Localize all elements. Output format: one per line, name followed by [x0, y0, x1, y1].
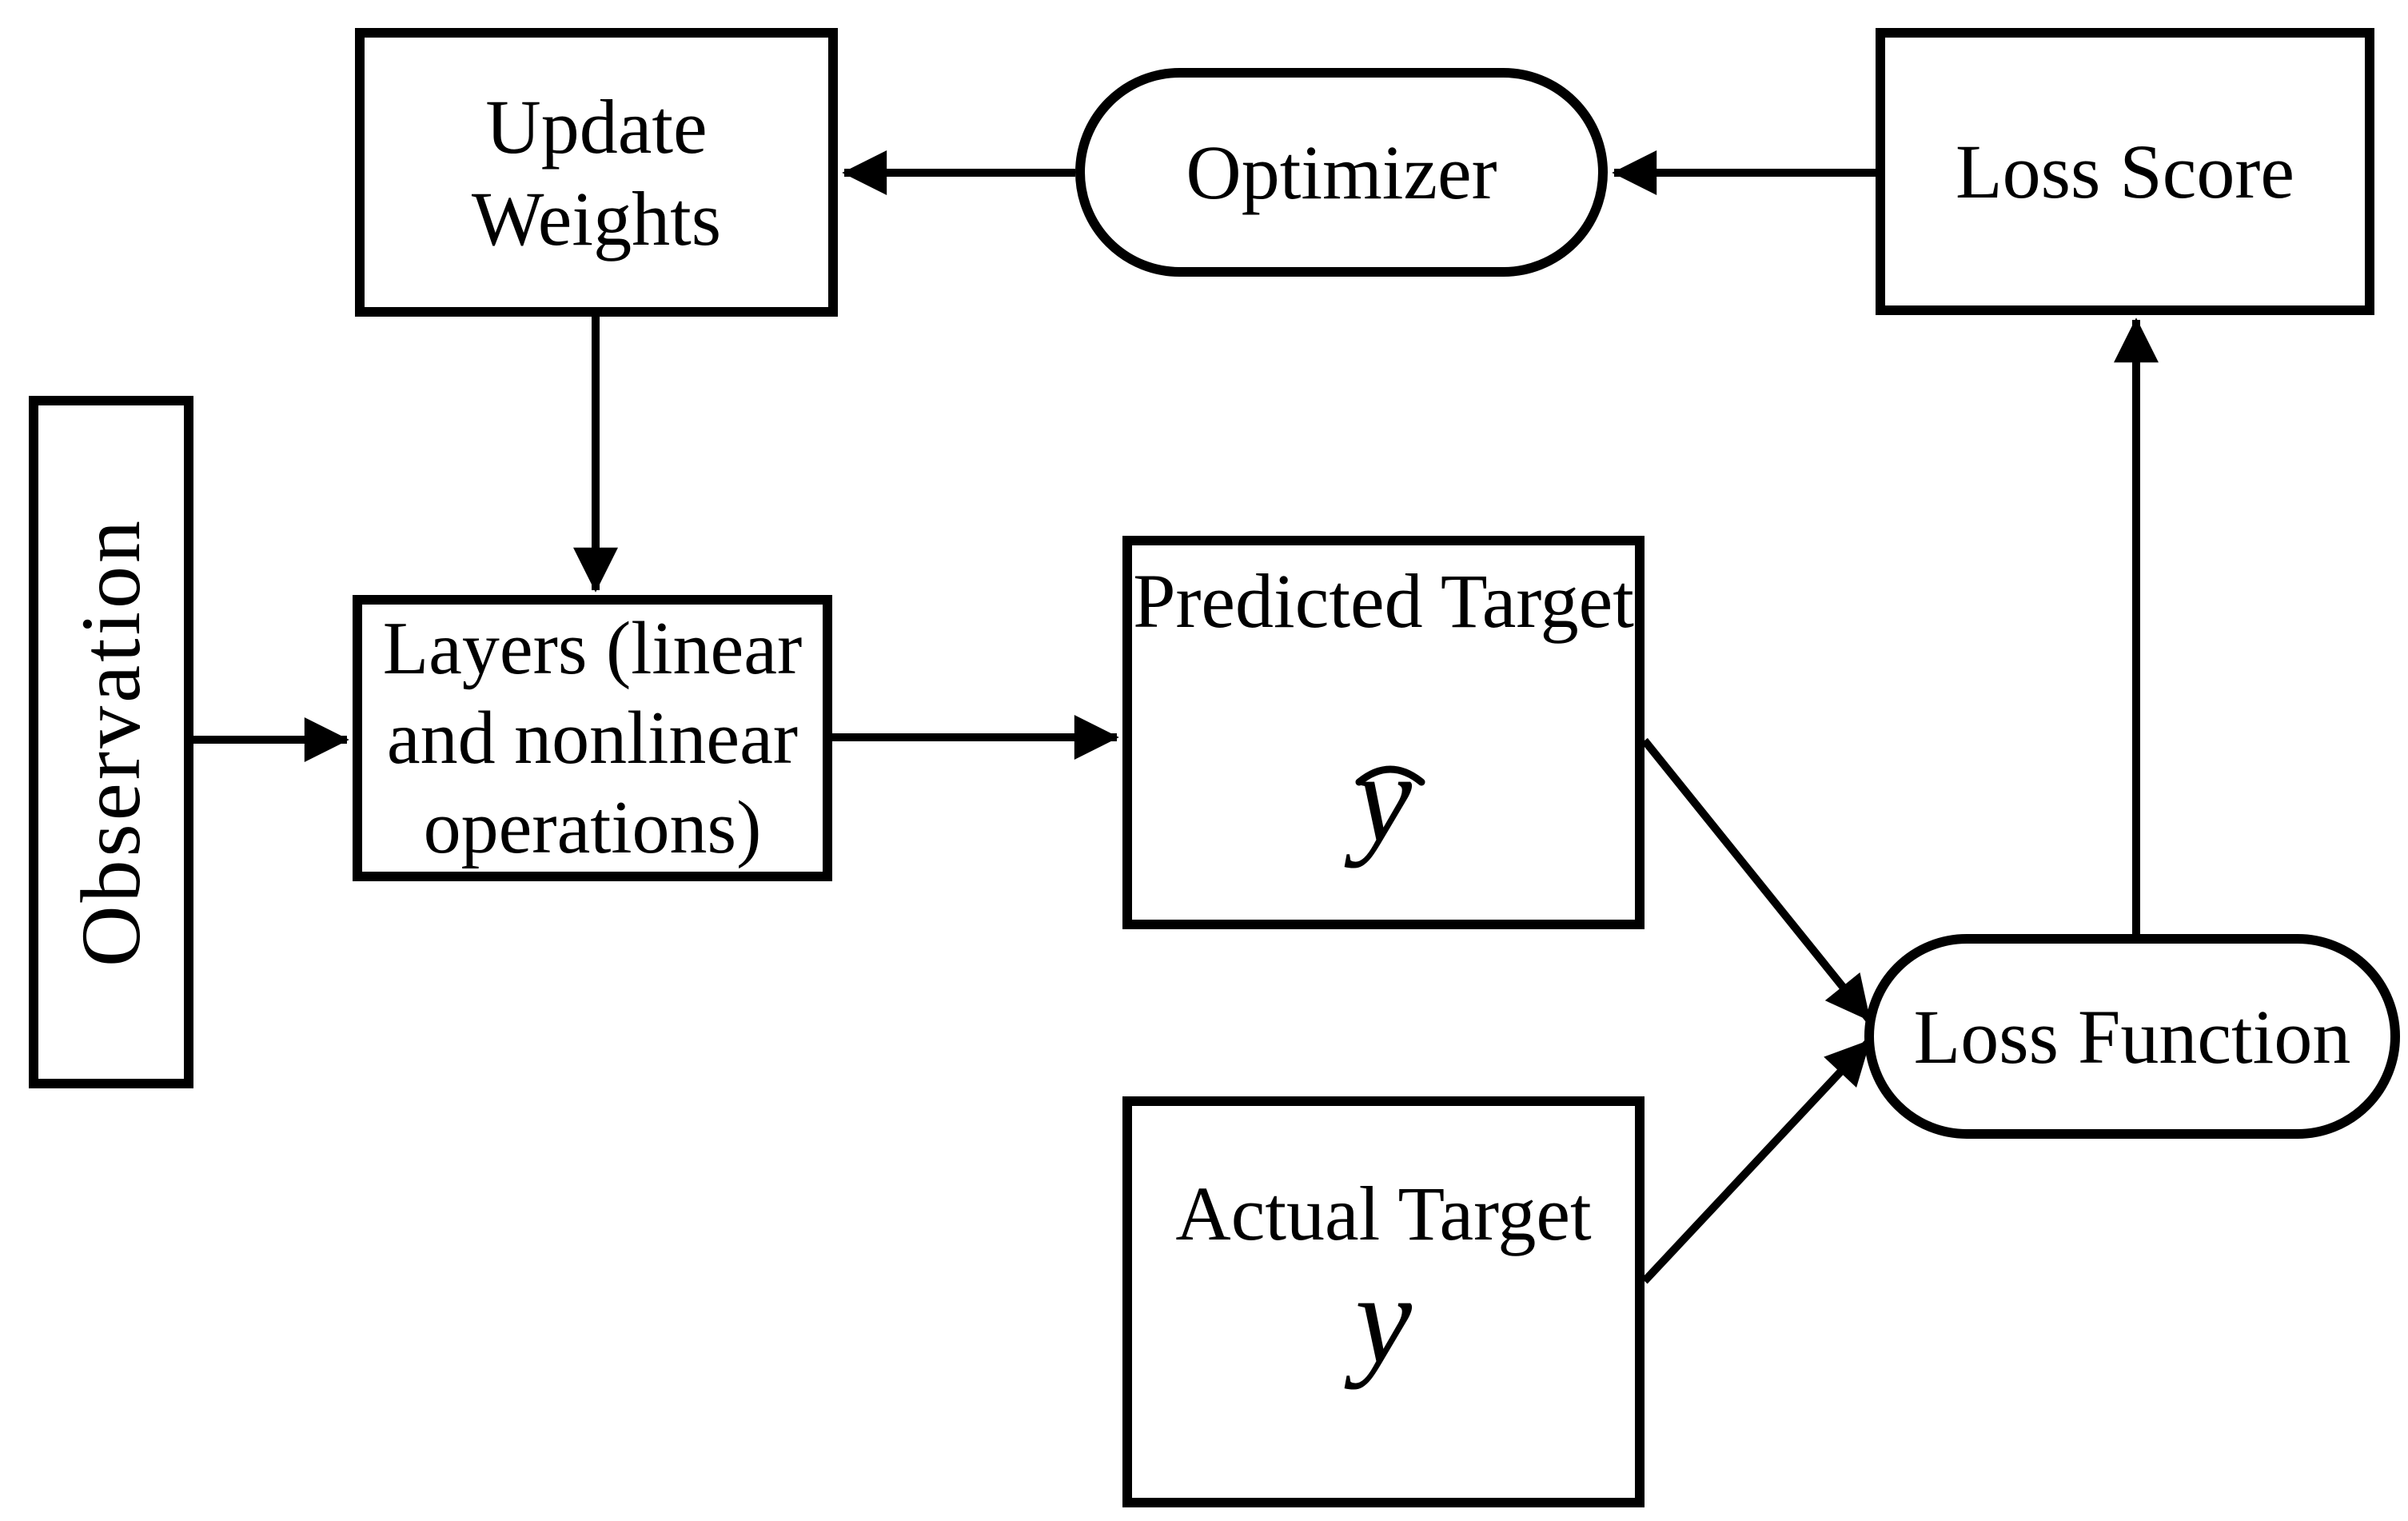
- actual-target-symbol: y: [1354, 1248, 1412, 1390]
- predicted-target-box: Predicted Target y: [1122, 536, 1645, 929]
- layers-line2: and nonlinear: [386, 697, 799, 780]
- update-weights-box: Update Weights: [355, 28, 838, 317]
- arrow-predicted-target-to-loss-function: [1641, 737, 1872, 1023]
- layers-line3: operations): [423, 786, 762, 869]
- optimizer-label: Optimizer: [1186, 130, 1497, 215]
- layers-label: Layers (linear and nonlinear operations): [383, 604, 803, 872]
- predicted-target-symbol: y: [1354, 726, 1412, 868]
- observation-box: Observation: [29, 396, 193, 1088]
- update-weights-label: Update Weights: [472, 81, 721, 265]
- layers-box: Layers (linear and nonlinear operations): [353, 595, 832, 881]
- update-weights-line2: Weights: [471, 175, 722, 261]
- loss-function-node: Loss Function: [1864, 934, 2400, 1139]
- predicted-target-label: Predicted Target: [1132, 555, 1635, 647]
- actual-target-label: Actual Target: [1175, 1171, 1592, 1256]
- observation-label: Observation: [64, 517, 158, 968]
- layers-line1: Layers (linear: [382, 607, 803, 690]
- arrow-actual-target-to-loss-function: [1641, 1038, 1872, 1284]
- optimizer-node: Optimizer: [1075, 68, 1608, 277]
- loss-function-label: Loss Function: [1913, 993, 2351, 1080]
- update-weights-line1: Update: [485, 83, 708, 170]
- loss-score-label: Loss Score: [1956, 129, 2294, 214]
- loss-score-box: Loss Score: [1876, 28, 2374, 315]
- hat-accent-icon: [1355, 765, 1425, 786]
- actual-target-box: Actual Target y: [1122, 1096, 1645, 1507]
- predicted-target-line2: Target: [1440, 558, 1634, 644]
- predicted-target-line1: Predicted: [1133, 558, 1423, 644]
